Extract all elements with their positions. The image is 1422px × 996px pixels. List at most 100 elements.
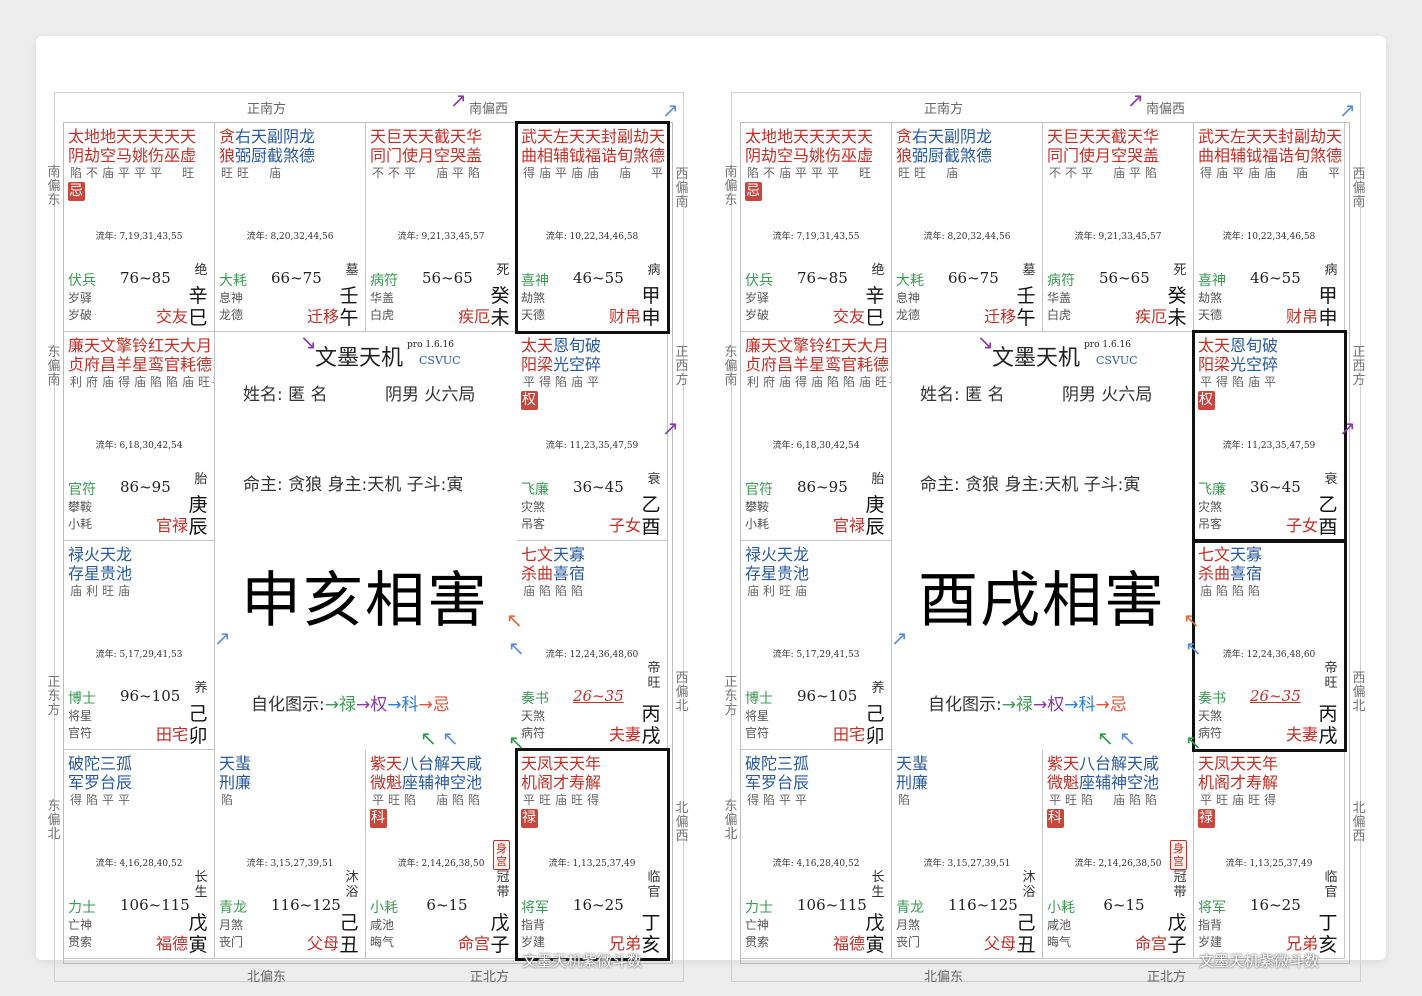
star-char-top: 旬 <box>569 336 586 355</box>
god-3: 小耗 <box>68 517 93 531</box>
direction-top-right: 南偏西 <box>469 102 509 117</box>
direction-right-2: 正西方 <box>675 345 689 388</box>
direction-right-1: 西偏南 <box>675 167 689 210</box>
decade-range: 106~115 <box>797 896 867 914</box>
ganzhi: 壬午 <box>339 285 359 329</box>
star-char-top: 天 <box>418 127 435 146</box>
star-char-top: 文 <box>100 336 117 355</box>
star-char-bottom: 府 <box>84 355 101 374</box>
star-char-bottom: 钺 <box>1246 146 1263 165</box>
palace-cell-si[interactable]: 太阴陷忌地劫不地空庙天马平天姚平天伤平天巫天虚旺流年: 7,19,31,43,5… <box>741 123 892 332</box>
star-brightness: 陷 <box>570 584 583 598</box>
palace-cell-chen[interactable]: 廉贞利天府府文昌庙擎羊得铃星庙红鸾陷天官陷大耗庙月德旺平流年: 6,18,30,… <box>64 332 215 541</box>
star-brightness: 旺 <box>101 584 114 598</box>
star-char-top: 太 <box>1198 336 1215 355</box>
palace-name: 福德 <box>832 934 865 953</box>
star-column: 天同不 <box>370 127 386 181</box>
star-column: 副截庙 <box>267 127 283 181</box>
arrow-marker: ↘ <box>300 330 317 354</box>
star-brightness: 平 <box>133 166 146 180</box>
star-char-top: 天 <box>1214 336 1231 355</box>
palace-name: 田宅 <box>155 725 188 744</box>
star-char-bottom: 机 <box>521 773 538 792</box>
star-char-top: 天 <box>1246 127 1263 146</box>
star-brightness: 旺 <box>1247 793 1260 807</box>
arrow-marker: ↘ <box>977 330 994 354</box>
name-label: 姓名: 匿 名 <box>243 385 328 405</box>
star-list: 天刑陷蜚廉 <box>219 754 364 808</box>
liunian-years: 流年: 2,14,26,38,50 <box>1074 859 1162 869</box>
earth-branch: 未 <box>490 307 510 329</box>
star-list: 武曲得天相庙左辅平天钺庙天福庙封诰副旬庙劫煞天德平 <box>1198 127 1343 181</box>
star-brightness: 庙 <box>69 584 82 598</box>
star-char-bottom: 微 <box>1047 773 1064 792</box>
earth-branch: 酉 <box>641 516 661 538</box>
palace-cell-zi[interactable]: 紫微平科天魁旺八座陷台辅解神庙天空陷咸池陷身宫流年: 2,14,26,38,50… <box>1043 750 1194 959</box>
palace-name: 财帛 <box>608 307 641 326</box>
arrow-marker: ↗ <box>1127 88 1144 112</box>
palace-cell-shen[interactable]: 武曲得天相庙左辅平天钺庙天福庙封诰副旬庙劫煞天德平流年: 10,22,34,46… <box>1194 123 1345 332</box>
palace-name: 迁移 <box>983 307 1016 326</box>
god-2: 指背 <box>1198 918 1223 932</box>
star-column: 副截庙 <box>944 127 960 181</box>
palace-cell-chen[interactable]: 廉贞利天府府文昌庙擎羊得铃星庙红鸾陷天官陷大耗庙月德旺平流年: 6,18,30,… <box>741 332 892 541</box>
star-brightness: 庙 <box>618 166 631 180</box>
palace-cell-si[interactable]: 太阴陷忌地劫不地空庙天马平天姚平天伤平天巫天虚旺流年: 7,19,31,43,5… <box>64 123 215 332</box>
star-char-bottom: 曲 <box>521 146 538 165</box>
star-column: 红鸾陷 <box>148 336 164 390</box>
palace-name: 命宫 <box>457 934 490 953</box>
star-char-top: 孤 <box>793 754 810 773</box>
star-char-top: 龙 <box>116 545 133 564</box>
star-char-top: 贪 <box>219 127 236 146</box>
star-char-bottom: 罗 <box>84 773 101 792</box>
star-char-top: 天 <box>777 545 794 564</box>
star-brightness: 陷 <box>149 375 162 389</box>
star-char-bottom: 煞 <box>283 146 300 165</box>
palace-name: 子女 <box>1285 516 1318 535</box>
star-column: 铃星庙 <box>809 336 825 390</box>
star-char-bottom: 弼 <box>235 146 252 165</box>
star-brightness: 得 <box>586 793 599 807</box>
life-stage: 沐浴 <box>1022 870 1036 900</box>
heaven-stem: 戊 <box>188 912 208 934</box>
heaven-stem: 乙 <box>1318 494 1338 516</box>
star-column: 天府府 <box>84 336 100 390</box>
star-brightness: 陷 <box>220 793 233 807</box>
liunian-years: 流年: 11,23,35,47,59 <box>1222 441 1316 451</box>
palace-cell-zi[interactable]: 紫微平科天魁旺八座陷台辅解神庙天空陷咸池陷身宫流年: 2,14,26,38,50… <box>366 750 517 959</box>
star-char-top: 天 <box>251 127 268 146</box>
star-char-top: 左 <box>553 127 570 146</box>
star-column: 太阴陷忌 <box>744 127 762 201</box>
star-char-top: 天 <box>370 127 387 146</box>
star-char-bottom: 截 <box>944 146 961 165</box>
self-hua-label: 自化图示: <box>928 695 1002 715</box>
god-2: 将星 <box>68 709 93 723</box>
god-2: 将星 <box>745 709 770 723</box>
star-char-top: 台 <box>418 754 435 773</box>
star-char-top: 天 <box>1127 127 1144 146</box>
palace-cell-shen[interactable]: 武曲得天相庙左辅平天钺庙天福庙封诰副旬庙劫煞天德平流年: 10,22,34,46… <box>517 123 668 332</box>
star-column: 月德旺 <box>873 336 889 390</box>
star-char-top: 天 <box>132 127 149 146</box>
decade-range: 116~125 <box>948 896 1018 914</box>
star-brightness: 平 <box>1128 166 1141 180</box>
god-1: 青龙 <box>219 900 247 916</box>
decade-range: 66~75 <box>271 269 322 287</box>
star-char-bottom: 哭 <box>450 146 467 165</box>
